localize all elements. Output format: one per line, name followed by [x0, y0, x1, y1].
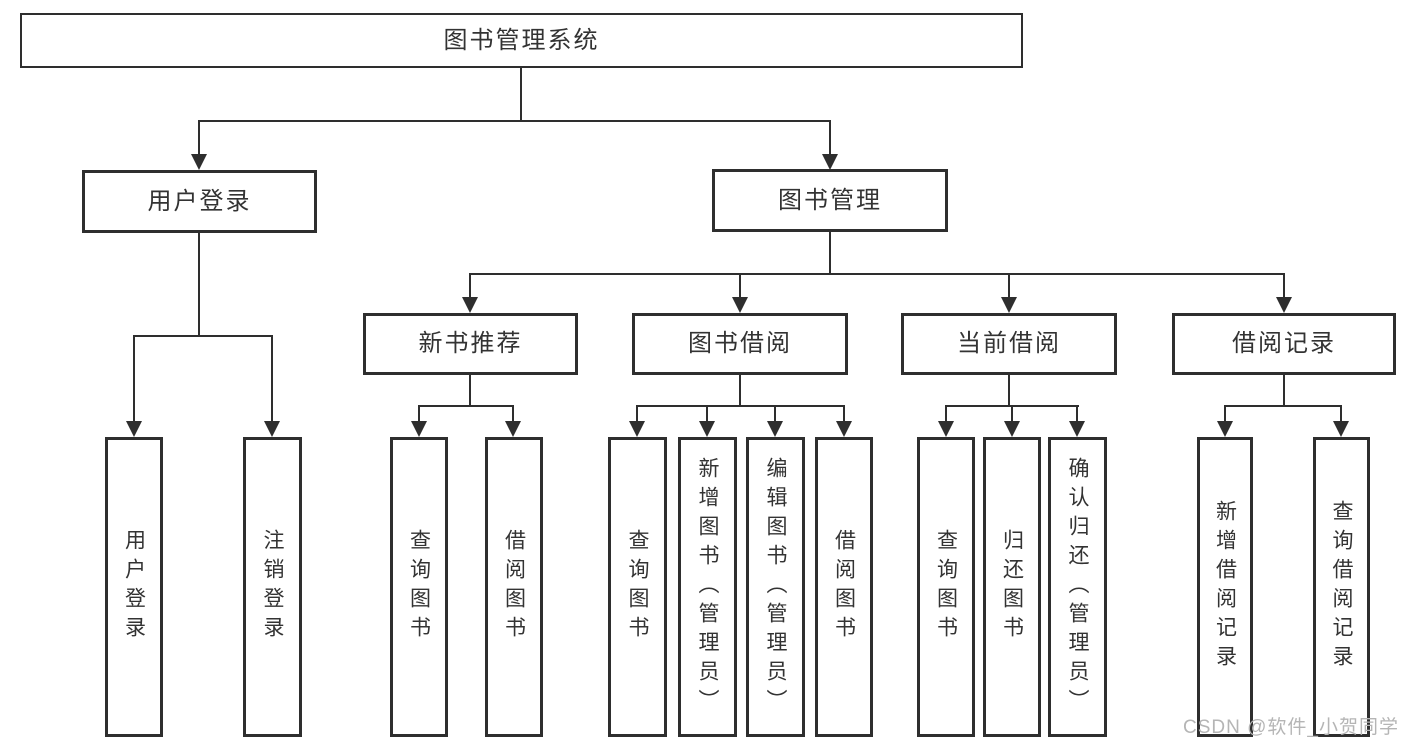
connector-book-borrow-branch: [636, 405, 845, 407]
connector-borrow-records-branch: [1224, 405, 1342, 407]
leaf-borrow-edit-books-admin: 编辑图书（管理员）: [746, 437, 805, 737]
down-arrow: [462, 273, 478, 313]
leaf-label: 归还图书: [1000, 529, 1024, 645]
node-user-login: 用户登录: [82, 170, 317, 233]
leaf-borrow-borrow-books: 借阅图书: [815, 437, 873, 737]
down-arrow: [1069, 405, 1085, 437]
leaf-label: 借阅图书: [832, 529, 856, 645]
node-new-book-recommend: 新书推荐: [363, 313, 578, 375]
node-label: 图书管理: [778, 186, 882, 214]
node-book-management: 图书管理: [712, 169, 948, 232]
down-arrow: [191, 120, 207, 170]
leaf-current-confirm-return-admin: 确认归还（管理员）: [1048, 437, 1107, 737]
connector-current-borrow-stem: [1008, 375, 1010, 405]
down-arrow: [822, 120, 838, 170]
node-label: 图书管理系统: [443, 26, 600, 54]
down-arrow: [836, 405, 852, 437]
node-label: 新书推荐: [418, 330, 523, 357]
down-arrow: [699, 405, 715, 437]
down-arrow: [264, 335, 280, 437]
leaf-label: 新增图书（管理员）: [696, 456, 719, 718]
connector-book-management-stem: [829, 232, 831, 273]
node-borrow-records: 借阅记录: [1172, 313, 1396, 375]
down-arrow: [1217, 405, 1233, 437]
down-arrow: [732, 273, 748, 313]
down-arrow: [629, 405, 645, 437]
leaf-current-query-books: 查询图书: [917, 437, 975, 737]
leaf-label: 借阅图书: [502, 529, 526, 645]
down-arrow: [505, 405, 521, 437]
csdn-watermark: CSDN @软件_小贺同学: [1183, 717, 1399, 738]
leaf-label: 查询借阅记录: [1330, 500, 1353, 674]
down-arrow: [1333, 405, 1349, 437]
connector-borrow-records-stem: [1283, 375, 1285, 405]
leaf-label: 用户登录: [122, 529, 146, 645]
leaf-label: 编辑图书（管理员）: [764, 456, 787, 718]
leaf-borrow-add-books-admin: 新增图书（管理员）: [678, 437, 737, 737]
leaf-label: 查询图书: [626, 529, 649, 645]
connector-new-book-branch: [418, 405, 514, 407]
node-current-borrow: 当前借阅: [901, 313, 1117, 375]
leaf-label: 注销登录: [261, 529, 284, 645]
connector-level2-branch: [469, 273, 1285, 275]
connector-new-book-stem: [469, 375, 471, 405]
leaf-label: 查询图书: [934, 529, 958, 645]
leaf-label: 查询图书: [407, 529, 431, 645]
down-arrow: [126, 335, 142, 437]
node-root-book-management-system: 图书管理系统: [20, 13, 1023, 68]
node-label: 当前借阅: [957, 330, 1061, 357]
connector-level1-branch: [198, 120, 831, 122]
node-label: 借阅记录: [1232, 330, 1336, 357]
down-arrow: [411, 405, 427, 437]
node-label: 用户登录: [147, 187, 252, 215]
down-arrow: [767, 405, 783, 437]
leaf-label: 新增借阅记录: [1213, 500, 1237, 674]
leaf-user-login: 用户登录: [105, 437, 163, 737]
connector-book-borrow-stem: [739, 375, 741, 405]
leaf-records-add-record: 新增借阅记录: [1197, 437, 1253, 737]
leaf-label: 确认归还（管理员）: [1066, 456, 1089, 718]
connector-user-login-branch: [133, 335, 273, 337]
down-arrow: [1001, 273, 1017, 313]
leaf-newbook-query-books: 查询图书: [390, 437, 448, 737]
down-arrow: [1004, 405, 1020, 437]
down-arrow: [938, 405, 954, 437]
connector-root-stem: [520, 68, 522, 120]
leaf-current-return-books: 归还图书: [983, 437, 1041, 737]
connector-user-login-stem: [198, 233, 200, 335]
leaf-logout: 注销登录: [243, 437, 302, 737]
node-label: 图书借阅: [688, 330, 792, 357]
down-arrow: [1276, 273, 1292, 313]
leaf-records-query-record: 查询借阅记录: [1313, 437, 1370, 737]
node-book-borrow: 图书借阅: [632, 313, 848, 375]
leaf-newbook-borrow-books: 借阅图书: [485, 437, 543, 737]
leaf-borrow-query-books: 查询图书: [608, 437, 667, 737]
